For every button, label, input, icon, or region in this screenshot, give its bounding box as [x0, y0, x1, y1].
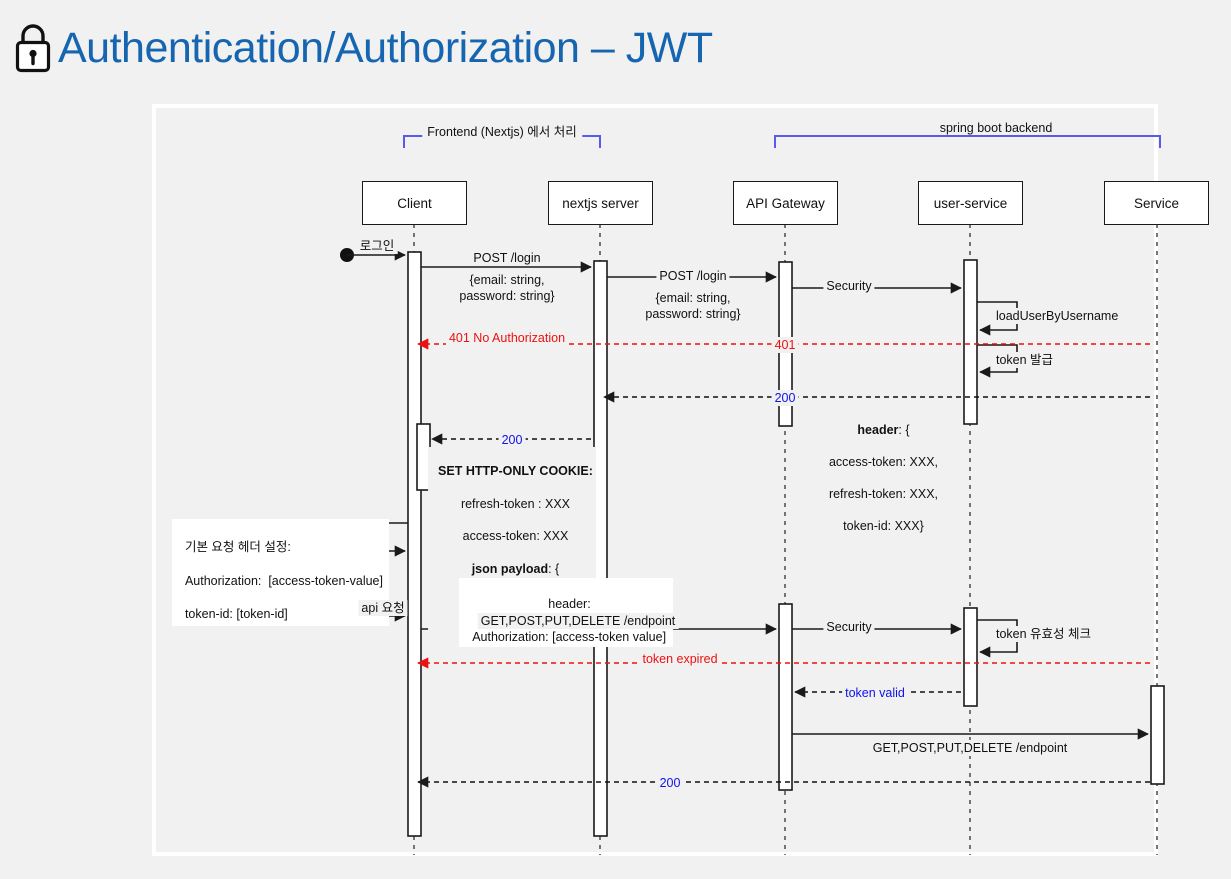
msg-label-post-login-1: POST /login — [470, 250, 544, 266]
msg-label-200-final: 200 — [656, 775, 684, 791]
lock-icon — [15, 24, 51, 73]
note-line-header-brace: : { — [898, 423, 910, 437]
note-line-token-id-header: token-id: [token-id] — [184, 607, 288, 622]
note-line-access-token-cookie: access-token: XXX — [462, 529, 569, 544]
msg-label-loaduserbyusername: loadUserByUsername — [993, 308, 1122, 324]
note-line-json-brace: : { — [548, 561, 560, 576]
activation-service — [1150, 685, 1165, 785]
note-line-refresh-token-cookie: refresh-token : XXX — [460, 496, 571, 511]
actor-client[interactable]: Client — [362, 181, 467, 225]
group-label-backend: spring boot backend — [934, 121, 1058, 135]
msg-label-security-1: Security — [823, 278, 875, 294]
activation-userservice-2 — [963, 607, 978, 707]
actor-service-label: Service — [1133, 195, 1179, 211]
actor-user-service-label: user-service — [933, 195, 1008, 211]
msg-label-login: 로그인 — [356, 238, 398, 254]
msg-label-token-expired: token expired — [639, 651, 721, 667]
msg-note-header-tokens: header: { access-token: XXX, refresh-tok… — [818, 406, 942, 534]
note-line-set-cookie: SET HTTP-ONLY COOKIE: — [438, 464, 593, 479]
msg-note-request-header: header: Authorization: [access-token val… — [458, 578, 674, 647]
msg-label-credentials-1: {email: string,password: string} — [456, 272, 558, 304]
diagram-frame — [152, 104, 1158, 856]
group-label-frontend: Frontend (Nextjs) 에서 처리 — [422, 121, 582, 140]
activation-client — [407, 251, 422, 837]
msg-label-endpoint-1: GET,POST,PUT,DELETE /endpoint — [477, 613, 679, 629]
msg-label-endpoint-2: GET,POST,PUT,DELETE /endpoint — [869, 740, 1071, 756]
actor-api-gateway[interactable]: API Gateway — [733, 181, 838, 225]
actor-nextjs-server-label: nextjs server — [562, 195, 639, 211]
msg-label-token-issue: token 발급 — [993, 352, 1057, 368]
msg-label-401: 401 — [771, 337, 799, 353]
msg-label-security-2: Security — [823, 619, 875, 635]
group-bracket-backend — [774, 135, 1161, 148]
activation-nextjs — [593, 260, 608, 837]
note-line-access-token: access-token: XXX, — [828, 455, 939, 469]
note-line-authorization: Authorization: [access-token-value] — [184, 573, 383, 588]
note-line-json-payload: json payload — [471, 561, 549, 576]
activation-userservice-1 — [963, 259, 978, 425]
msg-label-401-noauth: 401 No Authorization — [445, 330, 569, 346]
page-title: Authentication/Authorization – JWT — [58, 23, 713, 72]
note-line-header-plain: header: — [548, 597, 591, 612]
note-line-default-header-title: 기본 요청 헤더 설정: — [184, 539, 291, 554]
actor-user-service[interactable]: user-service — [918, 181, 1023, 225]
msg-label-token-validity-check: token 유효성 체크 — [993, 626, 1095, 642]
msg-label-200-backend: 200 — [771, 390, 799, 406]
activation-bars — [407, 251, 1165, 837]
actor-nextjs-server[interactable]: nextjs server — [548, 181, 653, 225]
msg-label-post-login-2: POST /login — [656, 268, 730, 284]
msg-label-api-request: api 요청 — [358, 600, 408, 616]
msg-label-credentials-2: {email: string,password: string} — [642, 290, 744, 322]
msg-label-token-valid: token valid — [842, 685, 908, 701]
actor-client-label: Client — [397, 195, 432, 211]
actor-api-gateway-label: API Gateway — [746, 195, 825, 211]
msg-label-200-frontend: 200 — [498, 432, 526, 448]
note-line-header-label: header — [857, 423, 899, 437]
note-line-token-id: token-id: XXX} — [843, 519, 924, 533]
note-line-refresh-token: refresh-token: XXX, — [828, 487, 939, 501]
msg-note-default-headers: 기본 요청 헤더 설정: Authorization: [access-toke… — [172, 519, 389, 627]
activation-gateway-2 — [778, 603, 793, 791]
page-title-bar: Authentication/Authorization – JWT — [0, 0, 1231, 96]
note-line-authorization-value: Authorization: [access-token value] — [472, 629, 667, 644]
actor-service[interactable]: Service — [1104, 181, 1209, 225]
